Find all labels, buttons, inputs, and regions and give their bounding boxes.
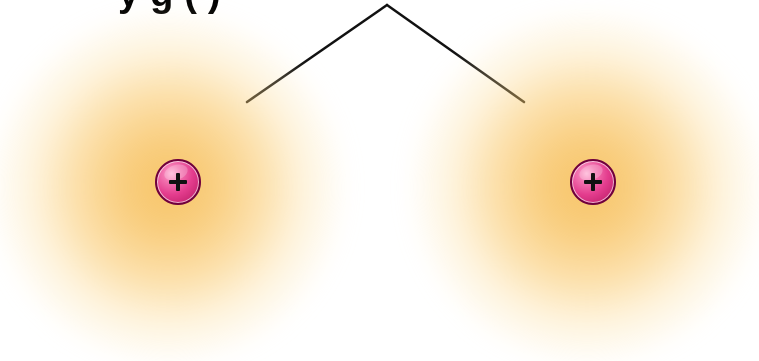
left-pointer-line	[247, 5, 387, 102]
left-positive-nucleus	[155, 159, 201, 205]
right-positive-nucleus	[570, 159, 616, 205]
right-pointer-line	[387, 5, 524, 102]
cropped-heading-text: y g ( )	[118, 0, 658, 19]
plus-icon	[584, 173, 602, 191]
plus-icon	[169, 173, 187, 191]
